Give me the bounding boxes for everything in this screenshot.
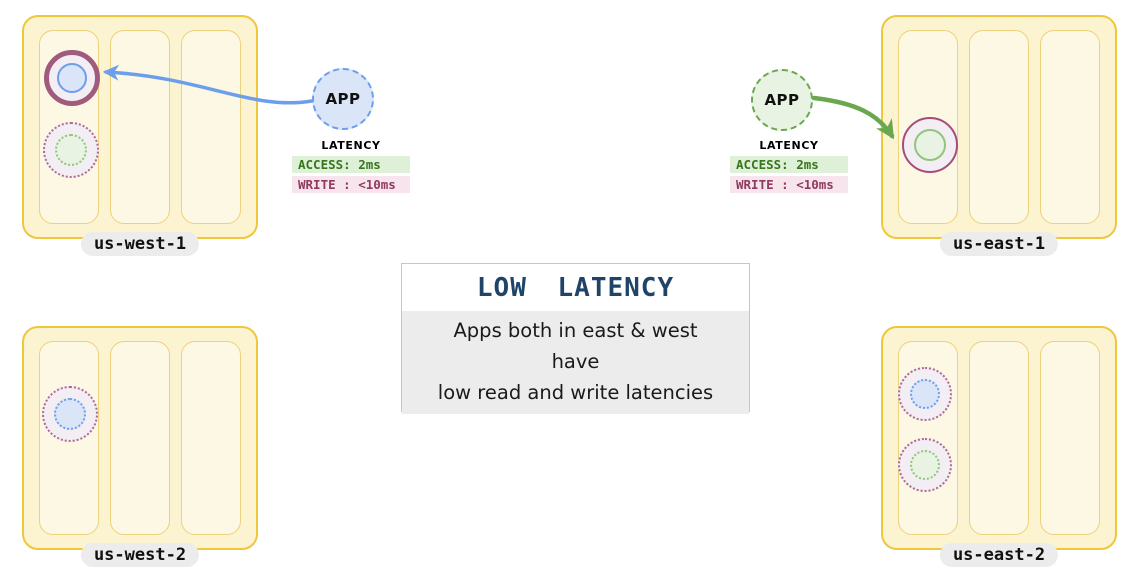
availability-zone	[969, 341, 1029, 535]
write-latency-badge: WRITE : <10ms	[730, 176, 848, 193]
info-box-line: have	[551, 350, 600, 373]
db-core-green-icon	[914, 129, 946, 161]
info-box: LOW LATENCY Apps both in east & west hav…	[401, 263, 750, 414]
region-us-west-1: us-west-1	[22, 15, 258, 256]
db-core-blue-icon	[54, 398, 86, 430]
region-label-us-east-1: us-east-1	[939, 232, 1059, 256]
access-latency-badge: ACCESS: 2ms	[292, 156, 410, 173]
availability-zone	[110, 30, 170, 224]
primary-db-icon	[44, 50, 100, 106]
info-box-line: Apps both in east & west	[453, 319, 698, 342]
db-core-green-icon	[910, 450, 940, 480]
write-latency-badge: WRITE : <10ms	[292, 176, 410, 193]
latency-panel-east: LATENCY ACCESS: 2ms WRITE : <10ms	[730, 139, 848, 196]
availability-zone	[181, 30, 241, 224]
availability-zone	[181, 341, 241, 535]
info-box-line: low read and write latencies	[437, 381, 714, 404]
app-node-west: APP	[312, 68, 374, 130]
info-box-title: LOW LATENCY	[402, 264, 749, 311]
latency-title: LATENCY	[321, 139, 381, 152]
db-core-blue-icon	[57, 63, 87, 93]
secondary-db-icon	[902, 117, 958, 173]
availability-zone	[110, 341, 170, 535]
region-label-us-west-1: us-west-1	[80, 232, 200, 256]
region-us-west-2: us-west-2	[22, 326, 258, 567]
region-label-us-east-2: us-east-2	[939, 543, 1059, 567]
latency-title: LATENCY	[759, 139, 819, 152]
db-core-green-icon	[55, 134, 87, 166]
availability-zone	[969, 30, 1029, 224]
info-box-body: Apps both in east & west have low read a…	[402, 311, 749, 414]
replica-db-icon	[43, 122, 99, 178]
app-node-east: APP	[751, 69, 813, 131]
availability-zone	[1040, 30, 1100, 224]
region-us-east-2: us-east-2	[881, 326, 1117, 567]
latency-panel-west: LATENCY ACCESS: 2ms WRITE : <10ms	[292, 139, 410, 196]
availability-zone	[1040, 341, 1100, 535]
access-latency-badge: ACCESS: 2ms	[730, 156, 848, 173]
replica-db-icon	[42, 386, 98, 442]
replica-db-icon	[898, 438, 952, 492]
region-us-east-1: us-east-1	[881, 15, 1117, 256]
db-core-blue-icon	[910, 379, 940, 409]
region-label-us-west-2: us-west-2	[80, 543, 200, 567]
replica-db-icon	[898, 367, 952, 421]
